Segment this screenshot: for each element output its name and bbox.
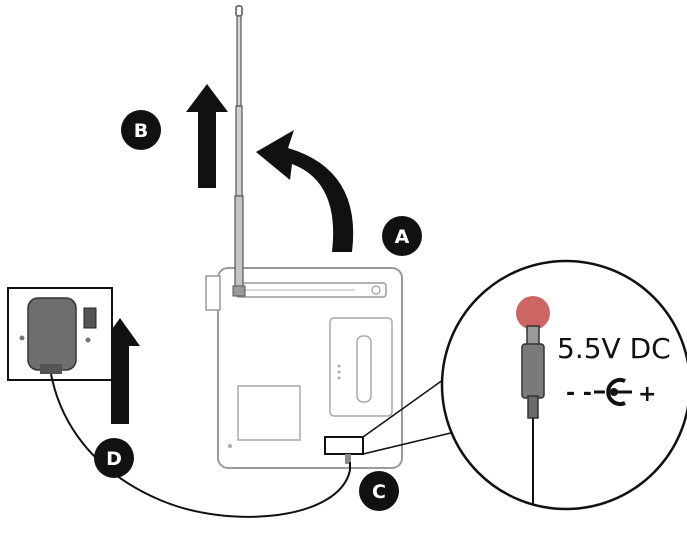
marker-b: B (121, 110, 161, 150)
voltage-label: 5.5V DC (557, 332, 671, 365)
callout-line-bottom (362, 431, 456, 455)
marker-a: A (382, 216, 422, 256)
antenna (232, 5, 246, 297)
arrow-up-b (186, 84, 228, 188)
power-cable (50, 373, 351, 518)
marker-c-label: C (372, 481, 386, 503)
polarity-symbol: - - + (566, 378, 656, 407)
marker-a-label: A (395, 226, 410, 248)
polarity-minus: - - (566, 381, 592, 406)
detail-circle (440, 259, 687, 511)
polarity-plus: + (638, 382, 656, 407)
power-adapter (27, 297, 77, 374)
marker-d-label: D (106, 448, 122, 470)
dc-plug (516, 296, 550, 505)
curved-arrow-a (256, 130, 354, 252)
marker-d: D (94, 438, 134, 478)
dc-jack-highlight (324, 436, 364, 455)
radio-body (205, 267, 403, 469)
jack-connector (345, 454, 351, 464)
marker-c: C (359, 471, 399, 511)
marker-b-label: B (134, 120, 148, 142)
